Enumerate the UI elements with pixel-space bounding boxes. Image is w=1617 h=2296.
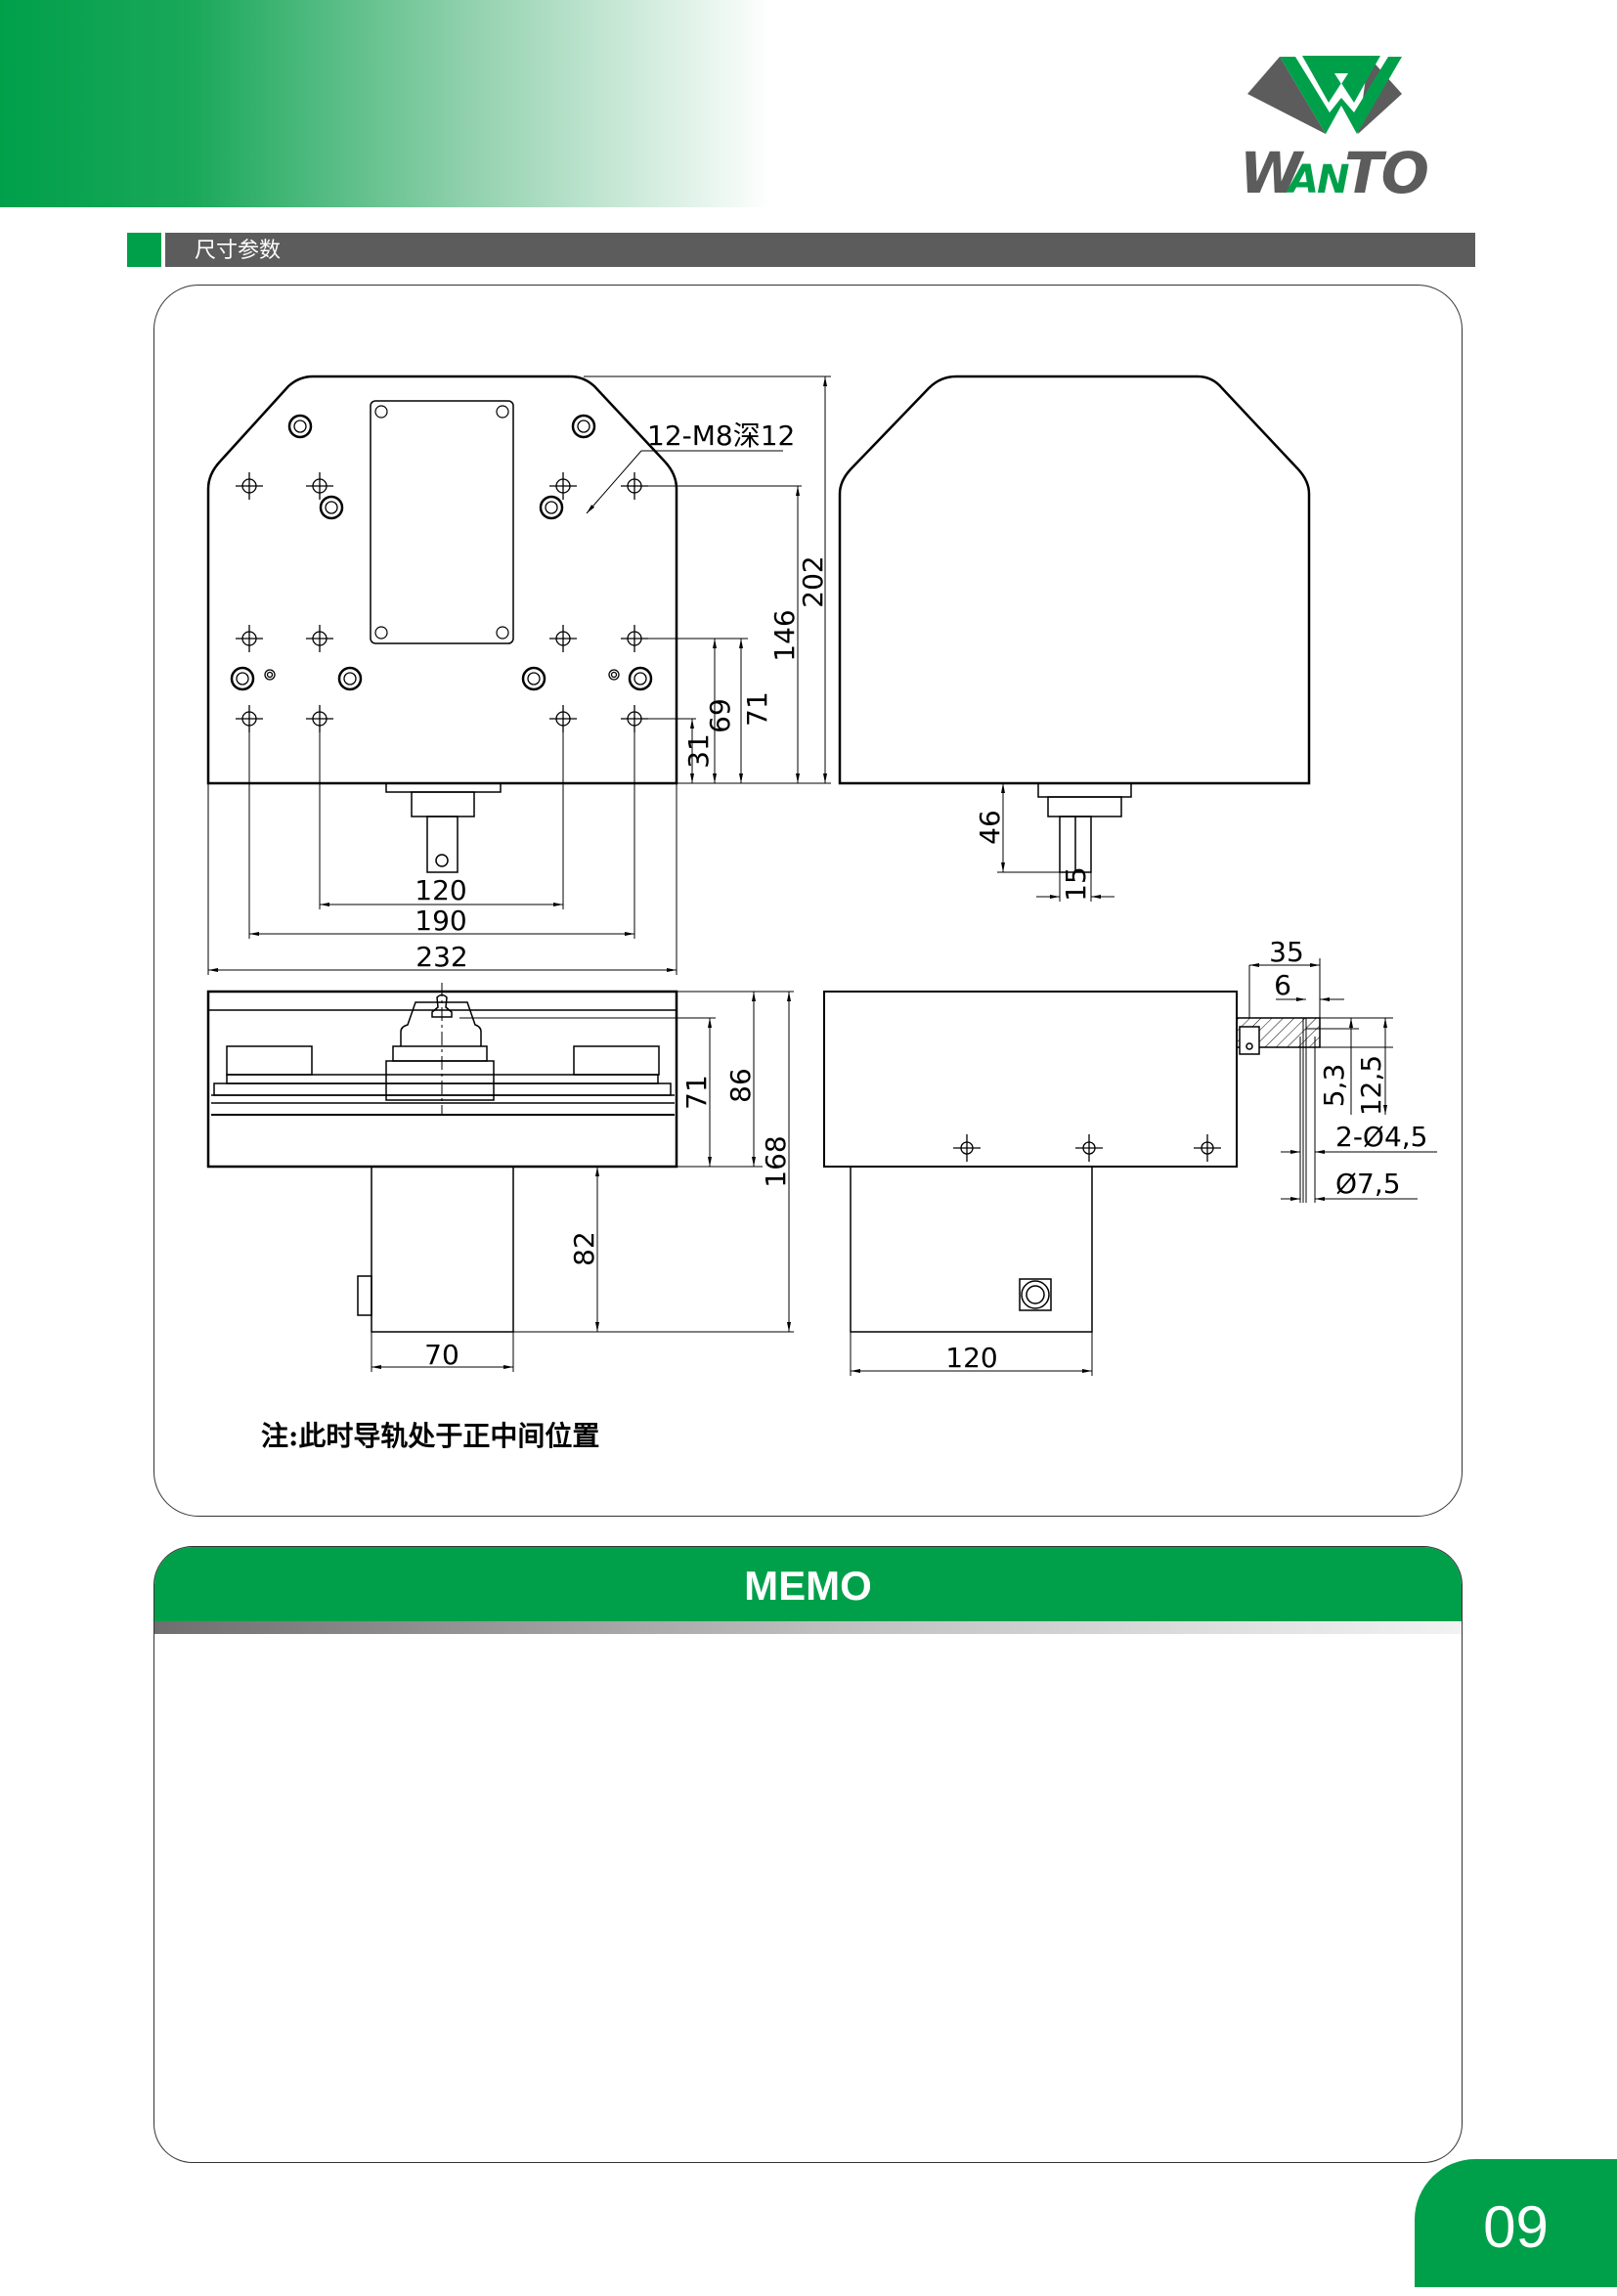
screw-icon xyxy=(337,666,363,691)
dim-counterbore: Ø7,5 xyxy=(1335,1168,1401,1200)
side-view: 46 15 xyxy=(838,375,1311,902)
dim-35: 35 xyxy=(1269,936,1304,968)
svg-text:W: W xyxy=(1240,140,1305,206)
screw-icon xyxy=(521,666,546,691)
section-marker xyxy=(127,233,161,267)
memo-title: MEMO xyxy=(744,1563,872,1609)
memo-panel: MEMO xyxy=(153,1546,1463,2163)
section-title: 尺寸参数 xyxy=(195,238,282,262)
dim-31: 31 xyxy=(682,733,715,769)
dim-69: 69 xyxy=(704,698,736,733)
dim-70: 70 xyxy=(424,1339,459,1371)
dim-mounting-holes: 2-Ø4,5 xyxy=(1335,1121,1428,1153)
dim-168: 168 xyxy=(760,1135,792,1187)
screw-icon xyxy=(571,414,596,439)
dim-71: 71 xyxy=(741,691,773,727)
screw-icon xyxy=(287,414,313,439)
svg-text:TO: TO xyxy=(1344,140,1428,206)
dim-12-5: 12,5 xyxy=(1355,1055,1387,1116)
dim-6: 6 xyxy=(1274,969,1291,1001)
front-view: 12-M8深12 120 190 232 31 69 71 146 202 xyxy=(206,375,831,975)
screw-icon xyxy=(230,666,255,691)
dim-232: 232 xyxy=(415,941,467,973)
memo-divider xyxy=(154,1621,1462,1634)
dim-86: 86 xyxy=(724,1068,757,1103)
dim-120: 120 xyxy=(415,874,466,906)
dimension-drawing: 12-M8深12 120 190 232 31 69 71 146 202 46… xyxy=(206,375,1437,1376)
memo-header: MEMO xyxy=(154,1547,1462,1621)
dim-120-bottom: 120 xyxy=(945,1342,997,1374)
dim-190: 190 xyxy=(415,905,466,937)
dim-71-height: 71 xyxy=(680,1075,713,1110)
drawing-frame xyxy=(153,285,1463,1517)
dim-5-3: 5,3 xyxy=(1318,1064,1350,1108)
dim-15: 15 xyxy=(1060,866,1092,902)
page-number: 09 xyxy=(1483,2194,1549,2260)
header-gradient-band xyxy=(0,0,772,207)
screw-icon xyxy=(319,495,344,520)
bottom-front-view: 71 86 168 82 70 xyxy=(206,983,794,1372)
dim-146: 146 xyxy=(768,609,801,661)
memo-body[interactable] xyxy=(154,1634,1462,2162)
dim-46: 46 xyxy=(974,810,1006,845)
callout-thread-holes: 12-M8深12 xyxy=(647,419,795,452)
screw-icon xyxy=(539,495,564,520)
section-title-bar: 尺寸参数 xyxy=(165,233,1475,267)
dim-202: 202 xyxy=(797,555,829,607)
svg-text:AN: AN xyxy=(1286,157,1349,202)
page-number-tab: 09 xyxy=(1415,2159,1617,2287)
drawing-note: 注:此时导轨处于正中间位置 xyxy=(261,1420,600,1452)
screw-icon xyxy=(628,666,653,691)
wanto-logo: W AN TO xyxy=(1240,56,1430,206)
bottom-side-view: 35 6 5,3 12,5 2-Ø4,5 Ø7,5 120 xyxy=(823,936,1437,1376)
dim-82: 82 xyxy=(568,1231,600,1266)
